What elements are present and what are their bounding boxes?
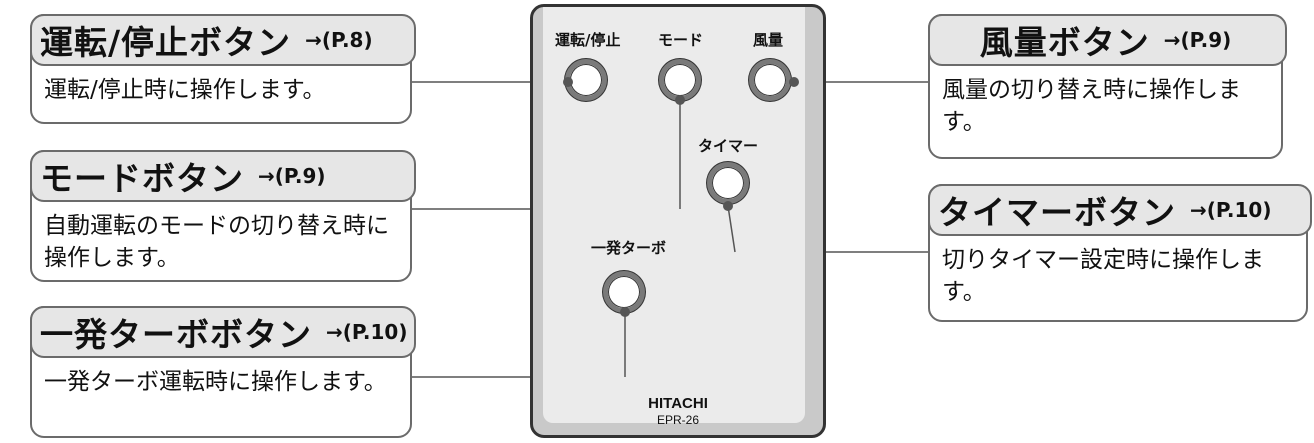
callout-turbo-ref: →(P.10) [326, 320, 408, 344]
callout-mode-ref: →(P.9) [258, 164, 326, 188]
callout-power-header: 運転/停止ボタン →(P.8) [30, 14, 416, 66]
callout-power: 運転/停止ボタン →(P.8) 運転/停止時に操作します。 [30, 14, 416, 124]
callout-turbo-header: 一発ターボボタン →(P.10) [30, 306, 416, 358]
callout-turbo-title: 一発ターボボタン [40, 315, 312, 354]
timer-button[interactable] [707, 162, 749, 204]
label-turbo: 一発ターボ [591, 239, 667, 257]
callout-fan: 風量ボタン →(P.9) 風量の切り替え時に操作します。 [928, 14, 1287, 159]
power-button[interactable] [565, 59, 607, 101]
callout-timer-desc: 切りタイマー設定時に操作します。 [942, 247, 1264, 305]
callout-timer-ref: →(P.10) [1190, 198, 1272, 222]
callout-timer: タイマーボタン →(P.10) 切りタイマー設定時に操作します。 [928, 184, 1312, 322]
callout-turbo: 一発ターボボタン →(P.10) 一発ターボ運転時に操作します。 [30, 306, 416, 438]
callout-timer-header: タイマーボタン →(P.10) [928, 184, 1312, 236]
callout-power-desc: 運転/停止時に操作します。 [44, 77, 326, 103]
callout-timer-title: タイマーボタン [938, 193, 1176, 232]
callout-mode-header: モードボタン →(P.9) [30, 150, 416, 202]
callout-power-title: 運転/停止ボタン [40, 23, 292, 62]
callout-power-ref: →(P.8) [305, 28, 373, 52]
mode-button[interactable] [659, 59, 701, 101]
callout-mode-desc: 自動運転のモードの切り替え時に操作します。 [44, 213, 389, 271]
callout-fan-title: 風量ボタン [979, 23, 1150, 62]
remote-control: 運転/停止 モード 風量 タイマー 一発ターボ HITACHI EPR-26 [530, 4, 826, 438]
callout-mode: モードボタン →(P.9) 自動運転のモードの切り替え時に操作します。 [30, 150, 416, 282]
model-number: EPR-26 [656, 413, 700, 427]
brand-logo: HITACHI [648, 395, 708, 412]
label-timer: タイマー [698, 137, 759, 155]
callout-fan-ref: →(P.9) [1163, 28, 1232, 52]
fan-button[interactable] [749, 59, 791, 101]
callout-mode-title: モードボタン [40, 159, 244, 198]
callout-fan-desc: 風量の切り替え時に操作します。 [942, 77, 1241, 135]
label-power: 運転/停止 [555, 31, 621, 49]
turbo-button[interactable] [603, 271, 645, 313]
callout-turbo-desc: 一発ターボ運転時に操作します。 [44, 369, 387, 395]
callout-fan-header: 風量ボタン →(P.9) [928, 14, 1287, 66]
label-fan: 風量 [753, 31, 784, 49]
label-mode: モード [658, 31, 704, 49]
